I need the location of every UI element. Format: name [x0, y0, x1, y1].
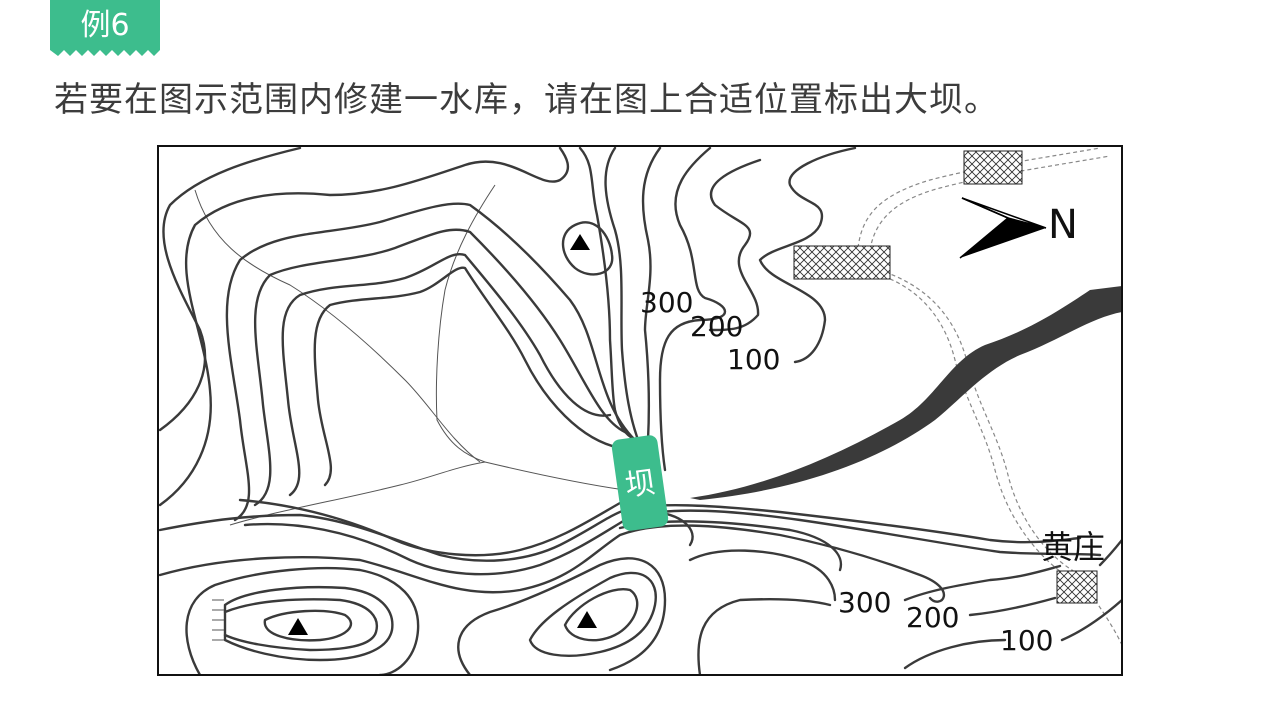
contour-line — [223, 598, 379, 652]
road-line — [1094, 599, 1122, 646]
contour-line — [578, 146, 642, 442]
road-line — [869, 155, 1111, 251]
tag-background — [50, 0, 160, 56]
contour-line — [457, 557, 667, 675]
contour-line — [158, 504, 1082, 562]
contour-line — [253, 228, 627, 507]
contour-line — [561, 221, 614, 276]
contour-line — [697, 598, 832, 675]
road-line — [884, 271, 1076, 573]
contour-line — [658, 146, 726, 472]
contour-line — [223, 585, 394, 662]
contour-line — [903, 638, 1007, 670]
contour-label-100: 100 — [1000, 624, 1053, 657]
contour-label-200: 200 — [690, 310, 743, 343]
dam-marker: 坝 — [611, 435, 669, 531]
village-label: 黄庄 — [1041, 528, 1105, 566]
contour-label-200: 200 — [906, 601, 959, 634]
contour-line — [1098, 538, 1122, 567]
contour-line — [968, 596, 1057, 617]
contour-line — [158, 524, 945, 603]
contour-line — [604, 146, 642, 447]
contour-line — [238, 498, 622, 557]
question-text: 若要在图示范围内修建一水库，请在图上合适位置标出大坝。 — [54, 80, 999, 120]
north-arrow-icon — [959, 197, 1047, 259]
contour-line — [225, 202, 637, 522]
stream — [435, 184, 496, 463]
triangle-peak-icon — [570, 234, 590, 250]
contour-line — [1060, 598, 1122, 642]
example-label: 例6 — [80, 8, 130, 43]
contour-line — [185, 566, 420, 675]
triangle-peak-icon — [288, 618, 308, 635]
hatched-settlement-icon — [1056, 570, 1098, 604]
contour-line — [758, 146, 857, 364]
map-frame — [157, 145, 1123, 676]
contour-label-300: 300 — [838, 586, 891, 619]
contour-label-100: 100 — [727, 343, 780, 376]
hachure-marks — [212, 599, 224, 641]
contour-line — [158, 146, 570, 507]
contour-line — [563, 588, 639, 642]
contour-line — [903, 564, 1062, 602]
north-label: N — [1048, 202, 1078, 248]
road-line — [869, 271, 1066, 576]
contour-line — [528, 571, 657, 657]
contour-label-300: 300 — [640, 286, 693, 319]
contour-line — [688, 549, 837, 602]
river — [690, 286, 1122, 500]
contour-line — [281, 252, 612, 497]
stream — [194, 189, 481, 463]
contour-line — [158, 146, 302, 432]
contour-line — [263, 609, 353, 642]
hatched-settlement-icon — [963, 150, 1023, 185]
example-tag: 例6 — [50, 0, 160, 56]
contour-line — [708, 158, 762, 332]
hatched-settlement-icon — [793, 245, 891, 280]
dam-label: 坝 — [623, 465, 658, 504]
road-line — [857, 147, 1101, 249]
triangle-peak-icon — [577, 611, 597, 628]
contour-line — [313, 266, 622, 487]
contour-line — [641, 146, 662, 442]
